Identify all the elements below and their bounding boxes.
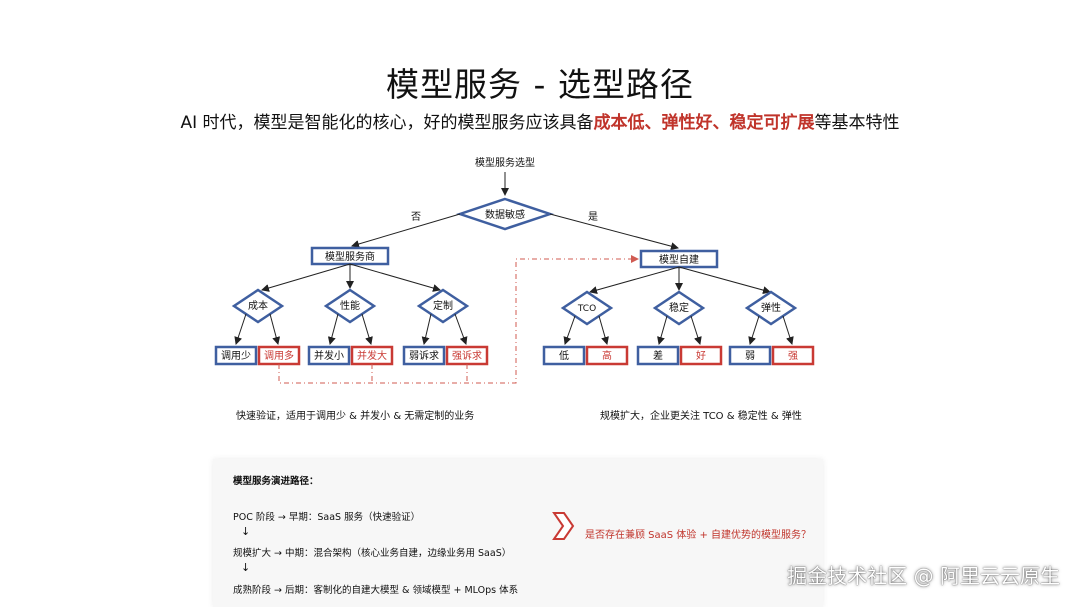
- arrow-tco-high: [598, 315, 609, 345]
- escalation-connector: [278, 255, 639, 384]
- watermark: 掘金技术社区 @ 阿里云云原生: [787, 564, 1060, 588]
- arrow-elastic-weak: [748, 315, 760, 345]
- leaf-stable-good: [679, 345, 723, 366]
- leaf-stable-good-label: 好: [696, 350, 706, 362]
- caption-right: 规模扩大，企业更关注 TCO & 稳定性 & 弹性: [600, 411, 802, 422]
- leaf-tco-high: [585, 345, 629, 366]
- yes-label: 是: [588, 211, 598, 223]
- no-branch-arrow: [351, 213, 461, 248]
- selfhost-node-label: 模型自建: [659, 253, 699, 266]
- question-text: 是否存在兼顾 SaaS 体验 + 自建优势的模型服务？: [585, 530, 812, 541]
- leaf-cost-low: [214, 345, 258, 366]
- leaf-custom-weak: [402, 345, 446, 366]
- leaf-perf-low-label: 并发小: [314, 349, 344, 362]
- arrow-cost-high: [269, 313, 281, 345]
- perf-label: 性能: [340, 299, 360, 312]
- arrow-stable-poor: [657, 315, 668, 345]
- cost-label: 成本: [248, 299, 268, 312]
- arrow-tco-low: [563, 315, 576, 345]
- root-label: 模型服务选型: [475, 156, 535, 169]
- stage-2: 规模扩大 → 中期：混合架构（核心业务自建，边缘业务用 SaaS）: [233, 548, 512, 559]
- arrow-custom-weak: [421, 313, 432, 345]
- leaf-cost-high-label: 调用多: [264, 349, 294, 362]
- stage-1: POC 阶段 → 早期：SaaS 服务（快速验证）: [233, 512, 421, 523]
- stage-3: 成熟阶段 → 后期：客制化的自建大模型 & 领域模型 + MLOps 体系: [233, 585, 519, 596]
- panel-heading: 模型服务演进路径：: [233, 476, 319, 487]
- yes-branch-arrow: [549, 213, 679, 251]
- leaf-custom-weak-label: 弱诉求: [409, 349, 439, 362]
- evolution-panel: 模型服务演进路径： POC 阶段 → 早期：SaaS 服务（快速验证） ↓ 规模…: [213, 459, 823, 607]
- arrow-elastic-strong: [782, 315, 794, 345]
- arrow-perf-high: [361, 313, 373, 345]
- arrow-cost-low: [234, 313, 247, 345]
- leaf-tco-low-label: 低: [559, 349, 569, 362]
- arrow-perf-low: [327, 313, 339, 345]
- decision-diamond: [456, 197, 554, 231]
- leaf-perf-high-label: 并发大: [357, 349, 387, 362]
- leaf-elastic-weak: [728, 345, 772, 366]
- caption-left: 快速验证，适用于调用少 & 并发小 & 无需定制的业务: [236, 411, 475, 422]
- arrow-custom: [349, 263, 441, 292]
- leaf-elastic-strong: [771, 345, 815, 366]
- no-label: 否: [411, 211, 421, 223]
- custom-label: 定制: [433, 299, 453, 312]
- subtitle-prefix: AI 时代，模型是智能化的核心，好的模型服务应该具备: [180, 113, 594, 133]
- arrow-cost: [261, 263, 351, 292]
- leaf-elastic-strong-label: 强: [788, 350, 798, 362]
- elastic-label: 弹性: [761, 301, 781, 314]
- leaf-tco-high-label: 高: [602, 349, 612, 362]
- tco-label: TCO: [577, 304, 596, 314]
- arrow-tco: [589, 266, 680, 294]
- leaf-stable-poor: [636, 345, 680, 366]
- arrow-custom-strong: [454, 313, 468, 345]
- page-subtitle: AI 时代，模型是智能化的核心，好的模型服务应该具备成本低、弹性好、稳定可扩展等…: [0, 108, 1080, 133]
- leaf-perf-low: [307, 345, 351, 366]
- leaf-custom-strong-label: 强诉求: [452, 349, 482, 362]
- stable-label: 稳定: [669, 301, 689, 314]
- leaf-stable-poor-label: 差: [653, 349, 663, 362]
- arrow-elastic: [678, 266, 771, 295]
- leaf-tco-low: [542, 345, 586, 366]
- down-arrow-icon: ↓: [241, 561, 251, 574]
- subtitle-suffix: 等基本特性: [814, 113, 900, 133]
- provider-node-label: 模型服务商: [325, 250, 375, 263]
- arrow-stable-good: [690, 315, 702, 345]
- leaf-cost-low-label: 调用少: [221, 350, 251, 362]
- chevron-right-icon: [552, 512, 575, 540]
- leaf-elastic-weak-label: 弱: [745, 350, 755, 362]
- decision-label: 数据敏感: [485, 208, 525, 221]
- subtitle-highlight: 成本低、弹性好、稳定可扩展: [593, 113, 815, 133]
- page-title: 模型服务 - 选型路径: [386, 65, 694, 104]
- down-arrow-icon: ↓: [241, 525, 251, 538]
